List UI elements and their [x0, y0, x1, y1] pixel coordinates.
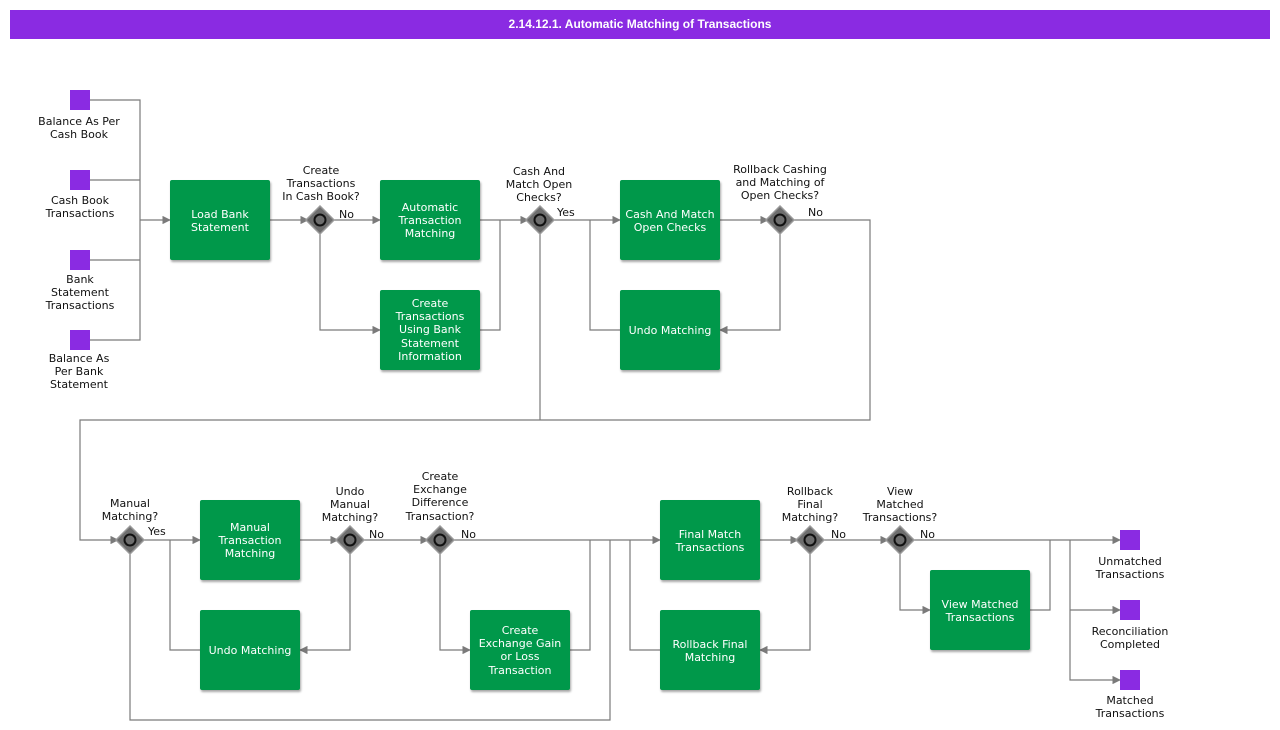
- connectors: [79, 99, 1121, 721]
- svg-text:Yes: Yes: [556, 206, 575, 219]
- svg-text:No: No: [920, 528, 935, 541]
- svg-text:No: No: [831, 528, 846, 541]
- svg-text:Yes: Yes: [147, 525, 166, 538]
- task-undo-matching-1[interactable]: Undo Matching: [620, 290, 720, 370]
- svg-text:No: No: [339, 208, 354, 221]
- svg-text:No: No: [461, 528, 476, 541]
- svg-text:Undo Matching: Undo Matching: [629, 324, 712, 337]
- task-undo-matching-2[interactable]: Undo Matching: [200, 610, 300, 690]
- svg-text:No: No: [369, 528, 384, 541]
- svg-text:No: No: [808, 206, 823, 219]
- diagram-title: 2.14.12.1. Automatic Matching of Transac…: [10, 10, 1270, 39]
- svg-text:Undo Matching: Undo Matching: [209, 644, 292, 657]
